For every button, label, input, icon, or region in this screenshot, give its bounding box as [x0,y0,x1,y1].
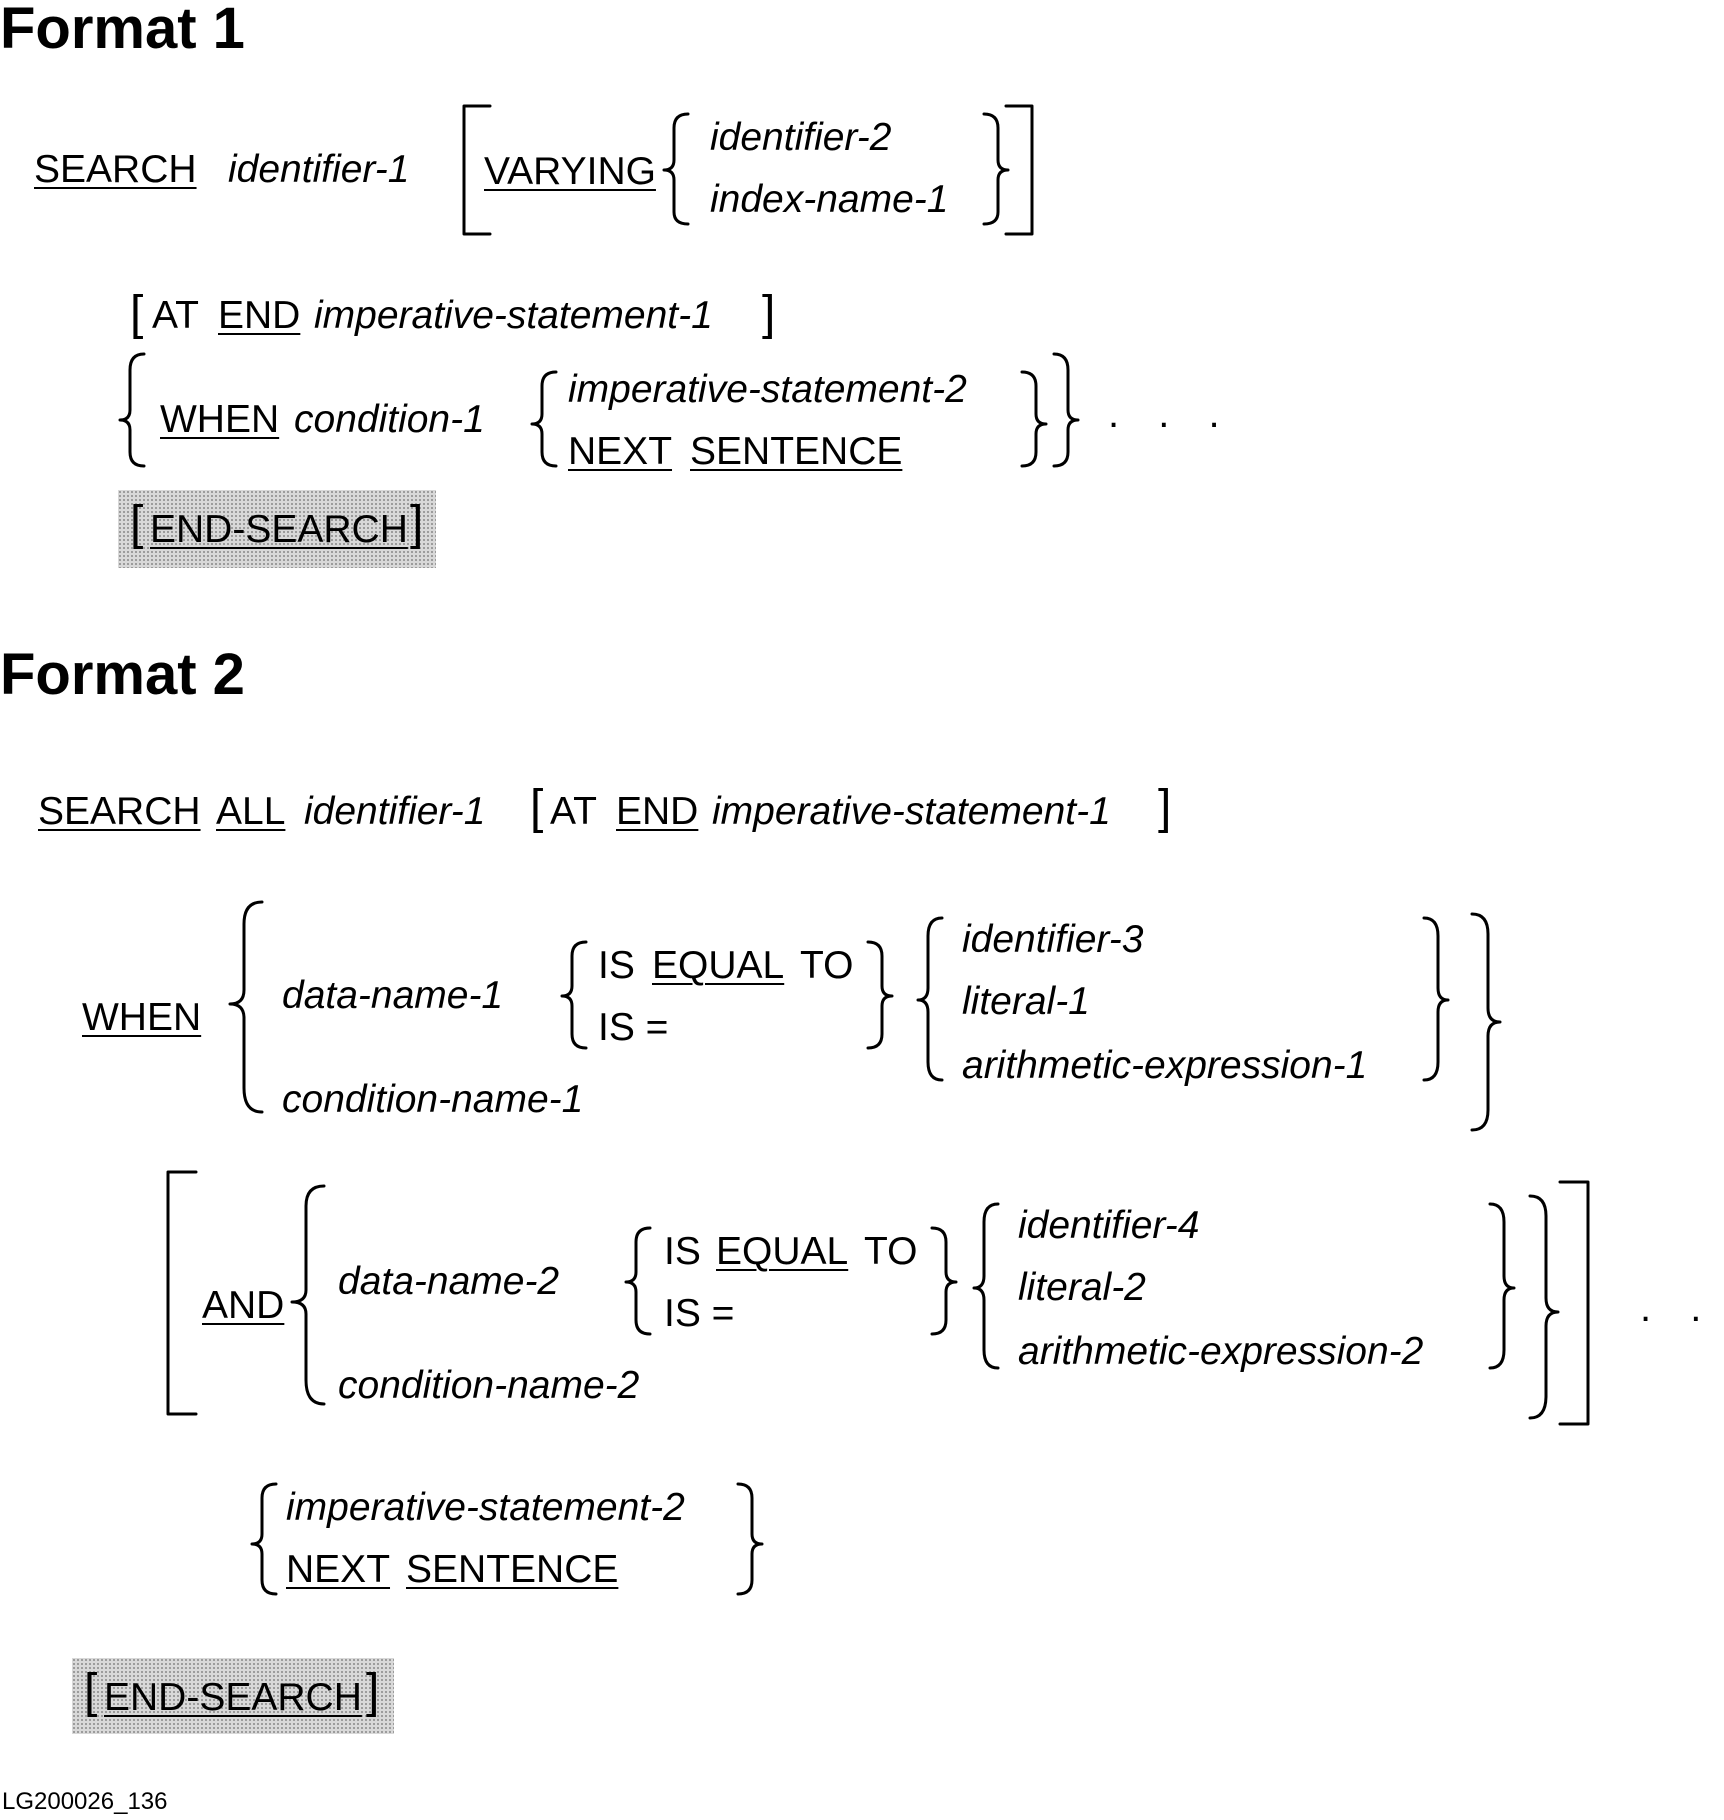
keyword-at: AT [152,294,199,337]
keyword-to-1: TO [800,944,854,987]
format-2-heading: Format 2 [0,642,245,707]
keyword-and: AND [202,1284,285,1327]
data-name-1: data-name-1 [282,974,504,1017]
brace-open-varying [662,112,690,226]
condition-name-1: condition-name-1 [282,1078,584,1121]
brace-close-when [1052,352,1080,468]
brace-open-is-1 [560,940,588,1050]
keyword-to-2: TO [864,1230,918,1273]
index-name-1: index-name-1 [710,178,949,221]
identifier-2: identifier-2 [710,116,892,159]
identifier-1-f2: identifier-1 [304,790,486,833]
bracket-close-at-end-2: ] [1158,781,1172,834]
keyword-next: NEXT [568,430,673,473]
bracket-close-end-search-2: ] [366,1665,380,1718]
keyword-when: WHEN [160,398,280,441]
bracket-open-end-search: [ [130,497,144,550]
keyword-at-2: AT [550,790,597,833]
brace-close-imp2 [1020,370,1048,468]
bracket-close-at-end: ] [762,287,776,340]
arithmetic-expression-2: arithmetic-expression-2 [1018,1330,1424,1373]
keyword-equal-2: EQUAL [716,1230,849,1273]
brace-close-is-2 [930,1226,958,1336]
keyword-sentence: SENTENCE [690,430,903,473]
keyword-search-2: SEARCH [38,790,201,833]
keyword-when-2: WHEN [82,996,202,1039]
brace-open-and [290,1184,326,1406]
identifier-1: identifier-1 [228,148,410,191]
brace-open-when [118,352,146,468]
keyword-equal-1: EQUAL [652,944,785,987]
data-name-2: data-name-2 [338,1260,560,1303]
brace-open-ops-1 [916,916,944,1082]
bracket-open-end-search-2: [ [84,1665,98,1718]
brace-close-when-2 [1470,912,1502,1132]
brace-open-when-2 [228,900,264,1114]
figure-id: LG200026_136 [2,1788,168,1815]
keyword-is-eq-1: IS = [598,1006,669,1049]
end-search-shade-2 [72,1658,394,1734]
ellipsis-and: . . . [1640,1286,1724,1330]
condition-name-2: condition-name-2 [338,1364,640,1407]
brace-close-ops-2 [1488,1202,1516,1370]
keyword-next-2: NEXT [286,1548,391,1591]
keyword-is-1: IS [598,944,635,987]
keyword-is-2: IS [664,1230,701,1273]
bracket-open-and [166,1170,198,1416]
bracket-close-and [1558,1180,1590,1426]
brace-close-and [1528,1194,1560,1420]
brace-open-imp2 [530,370,558,468]
brace-open-ops-2 [972,1202,1000,1370]
keyword-all: ALL [216,790,286,833]
arithmetic-expression-1: arithmetic-expression-1 [962,1044,1368,1087]
brace-open-imp2-2 [250,1482,278,1596]
imperative-statement-2-f2: imperative-statement-2 [286,1486,685,1529]
format-1-heading: Format 1 [0,0,245,61]
keyword-is-eq-2: IS = [664,1292,735,1335]
end-search-shade-1 [118,490,436,568]
identifier-4: identifier-4 [1018,1204,1200,1247]
keyword-sentence-2: SENTENCE [406,1548,619,1591]
literal-2: literal-2 [1018,1266,1146,1309]
keyword-varying: VARYING [484,150,656,193]
keyword-end: END [218,294,301,337]
keyword-end-search: END-SEARCH [150,508,408,551]
bracket-open-at-end-2: [ [530,781,544,834]
bracket-open-varying [462,104,492,236]
keyword-end-2: END [616,790,699,833]
keyword-end-search-2: END-SEARCH [104,1676,362,1719]
imperative-statement-1-f2: imperative-statement-1 [712,790,1111,833]
bracket-close-varying [1004,104,1034,236]
identifier-3: identifier-3 [962,918,1144,961]
brace-close-imp2-2 [736,1482,764,1596]
brace-close-varying [982,112,1010,226]
imperative-statement-1: imperative-statement-1 [314,294,713,337]
brace-close-is-1 [866,940,894,1050]
condition-1: condition-1 [294,398,485,441]
ellipsis-when: . . . [1108,392,1234,436]
brace-close-ops-1 [1422,916,1450,1082]
bracket-close-end-search: ] [410,497,424,550]
bracket-open-at-end: [ [130,287,144,340]
keyword-search: SEARCH [34,148,197,191]
literal-1: literal-1 [962,980,1090,1023]
brace-open-is-2 [624,1226,652,1336]
imperative-statement-2: imperative-statement-2 [568,368,967,411]
